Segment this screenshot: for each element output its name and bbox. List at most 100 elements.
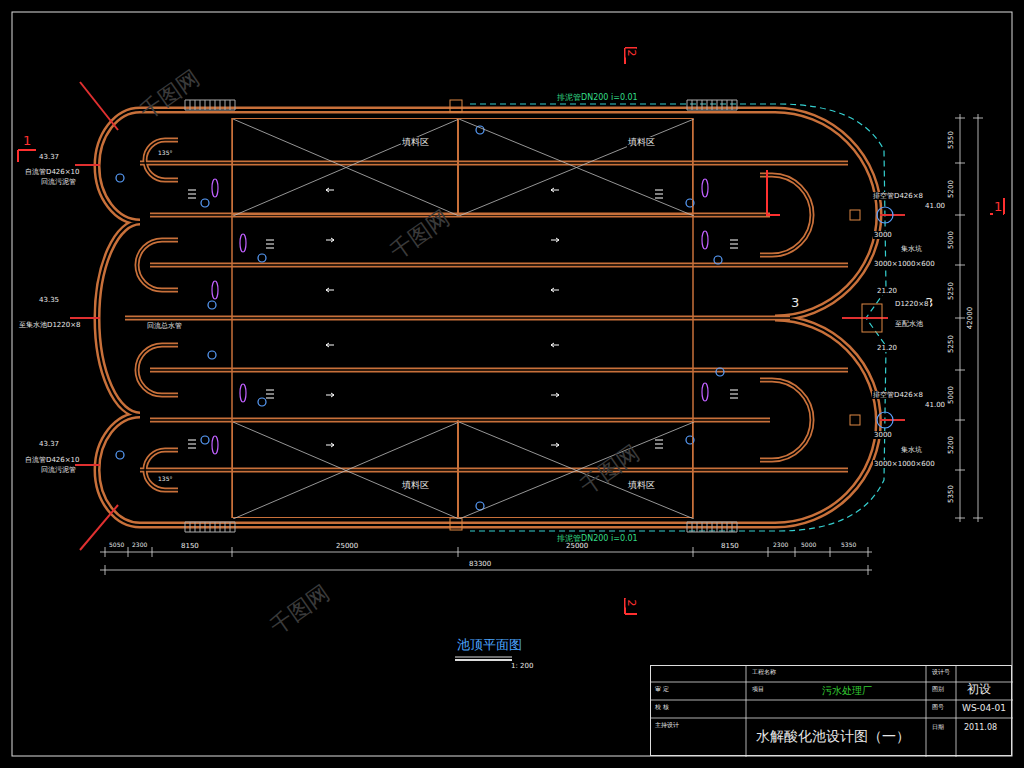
dimension: 5000 bbox=[948, 385, 955, 405]
drawing-path bbox=[100, 547, 872, 557]
drawing-path bbox=[185, 100, 235, 110]
section-mark: 1 bbox=[993, 200, 1003, 215]
drawing-title: 池顶平面图 bbox=[456, 638, 523, 653]
drawing-path bbox=[687, 522, 737, 532]
drawing-use bbox=[97, 110, 879, 525]
dimension: 2300 bbox=[131, 542, 148, 549]
pipe-note: 自流管D426×10 bbox=[24, 168, 81, 176]
watermark: 千图网 bbox=[134, 64, 205, 126]
drawing-rect bbox=[850, 210, 860, 220]
drawing-path bbox=[326, 393, 559, 397]
elevation: 41.00 bbox=[924, 401, 946, 409]
drawing-line bbox=[80, 82, 118, 130]
drawing-rect bbox=[862, 304, 882, 332]
drawing-path bbox=[990, 198, 1004, 214]
dimension: 5350 bbox=[948, 130, 955, 150]
drawing-rect bbox=[450, 518, 462, 530]
drawing-circle bbox=[716, 368, 724, 376]
elevation: 21.20 bbox=[876, 344, 898, 352]
dimension: 5000 bbox=[948, 230, 955, 250]
drawing-circle bbox=[258, 398, 266, 406]
fill-zone: 填料区 bbox=[458, 118, 693, 215]
dimension: 5250 bbox=[948, 281, 955, 301]
drawing-ellipse bbox=[240, 384, 246, 402]
fill-zone-cross bbox=[459, 119, 694, 216]
drawing-path bbox=[625, 48, 637, 64]
dimension: 3000×1000×600 bbox=[873, 460, 936, 468]
drawing-path bbox=[326, 443, 559, 447]
fill-zone-cross bbox=[233, 422, 459, 519]
drawing-path bbox=[326, 188, 559, 192]
drawing-use bbox=[125, 140, 848, 490]
drawing-path bbox=[651, 666, 1013, 757]
sludge-pipe bbox=[470, 104, 886, 531]
pipe-note: 至集水池D1220×8 bbox=[18, 321, 82, 329]
drawing-path bbox=[459, 422, 694, 519]
dimension: 42000 bbox=[967, 306, 974, 330]
drawing-path bbox=[232, 118, 693, 518]
title-cell: 图别 bbox=[931, 686, 945, 693]
title-cell: 项目 bbox=[751, 686, 765, 693]
drawing-circle bbox=[116, 451, 124, 459]
drawing-rect bbox=[850, 415, 860, 425]
dimension: 5200 bbox=[948, 435, 955, 455]
title-cell: 图号 bbox=[931, 704, 945, 711]
stairs bbox=[185, 100, 737, 532]
dimension: 83300 bbox=[468, 560, 492, 568]
elevation: 43.35 bbox=[38, 296, 60, 304]
drawing-path bbox=[188, 390, 738, 448]
dimension: 5250 bbox=[948, 334, 955, 354]
drawing-ellipse bbox=[702, 179, 708, 197]
pit-note: 集水坑 bbox=[900, 446, 923, 454]
elevation: 43.37 bbox=[38, 153, 60, 161]
dimension: 8150 bbox=[720, 542, 740, 550]
title-cell: 设计号 bbox=[931, 669, 951, 676]
design-stage: 初设 bbox=[966, 683, 992, 697]
drawing-use bbox=[97, 110, 879, 525]
fill-zone-label: 填料区 bbox=[627, 480, 656, 490]
fill-zone: 填料区 bbox=[458, 421, 693, 518]
drawing-path bbox=[18, 150, 36, 162]
pipes bbox=[70, 82, 905, 550]
dimension: 5000 bbox=[800, 542, 817, 549]
project-name: 污水处理厂 bbox=[821, 685, 873, 697]
pipe-note: 回流污泥管 bbox=[40, 178, 77, 186]
pipe-note: 回流污泥管 bbox=[40, 466, 77, 474]
dimension: 25000 bbox=[565, 542, 589, 550]
mixers bbox=[212, 179, 708, 454]
elevation: 21.20 bbox=[876, 287, 898, 295]
drawing-path bbox=[625, 598, 637, 614]
pipe-note: 回流总水管 bbox=[146, 322, 183, 330]
pipe-note: 自流管D426×10 bbox=[24, 456, 81, 464]
pit-note: 集水坑 bbox=[900, 245, 923, 253]
drawing-ellipse bbox=[702, 383, 708, 401]
drawing-path bbox=[233, 119, 459, 216]
sheet-frame bbox=[12, 12, 1012, 756]
dimension: 25000 bbox=[335, 542, 359, 550]
drawing-ellipse bbox=[212, 179, 218, 197]
dimension-lines bbox=[100, 114, 983, 575]
dimension: 3000×1000×600 bbox=[873, 260, 936, 268]
drawing-path bbox=[973, 114, 983, 522]
dimension: 5200 bbox=[948, 179, 955, 199]
section-marks bbox=[18, 48, 1004, 614]
watermark: 千图网 bbox=[264, 579, 335, 641]
drawing-line bbox=[455, 657, 512, 658]
drawing-ellipse bbox=[212, 436, 218, 454]
drawing-circle bbox=[201, 199, 209, 207]
drawing-ellipse bbox=[702, 231, 708, 249]
fill-zone-label: 填料区 bbox=[627, 137, 656, 147]
drawing-line bbox=[75, 164, 100, 166]
drawing-circle bbox=[208, 351, 216, 359]
drawing-circle bbox=[877, 412, 893, 428]
pipe-note: 排空管D426×8 bbox=[872, 192, 924, 200]
title-cell: 审 定 bbox=[654, 686, 670, 693]
angle: 135° bbox=[157, 150, 173, 157]
title-cell: 主持设计 bbox=[654, 722, 680, 729]
fill-zone: 填料区 bbox=[232, 421, 458, 518]
section-mark: 2 bbox=[626, 599, 637, 608]
drawing-path bbox=[767, 170, 780, 215]
drawing-path bbox=[188, 190, 738, 248]
drawing-circle bbox=[714, 256, 722, 264]
